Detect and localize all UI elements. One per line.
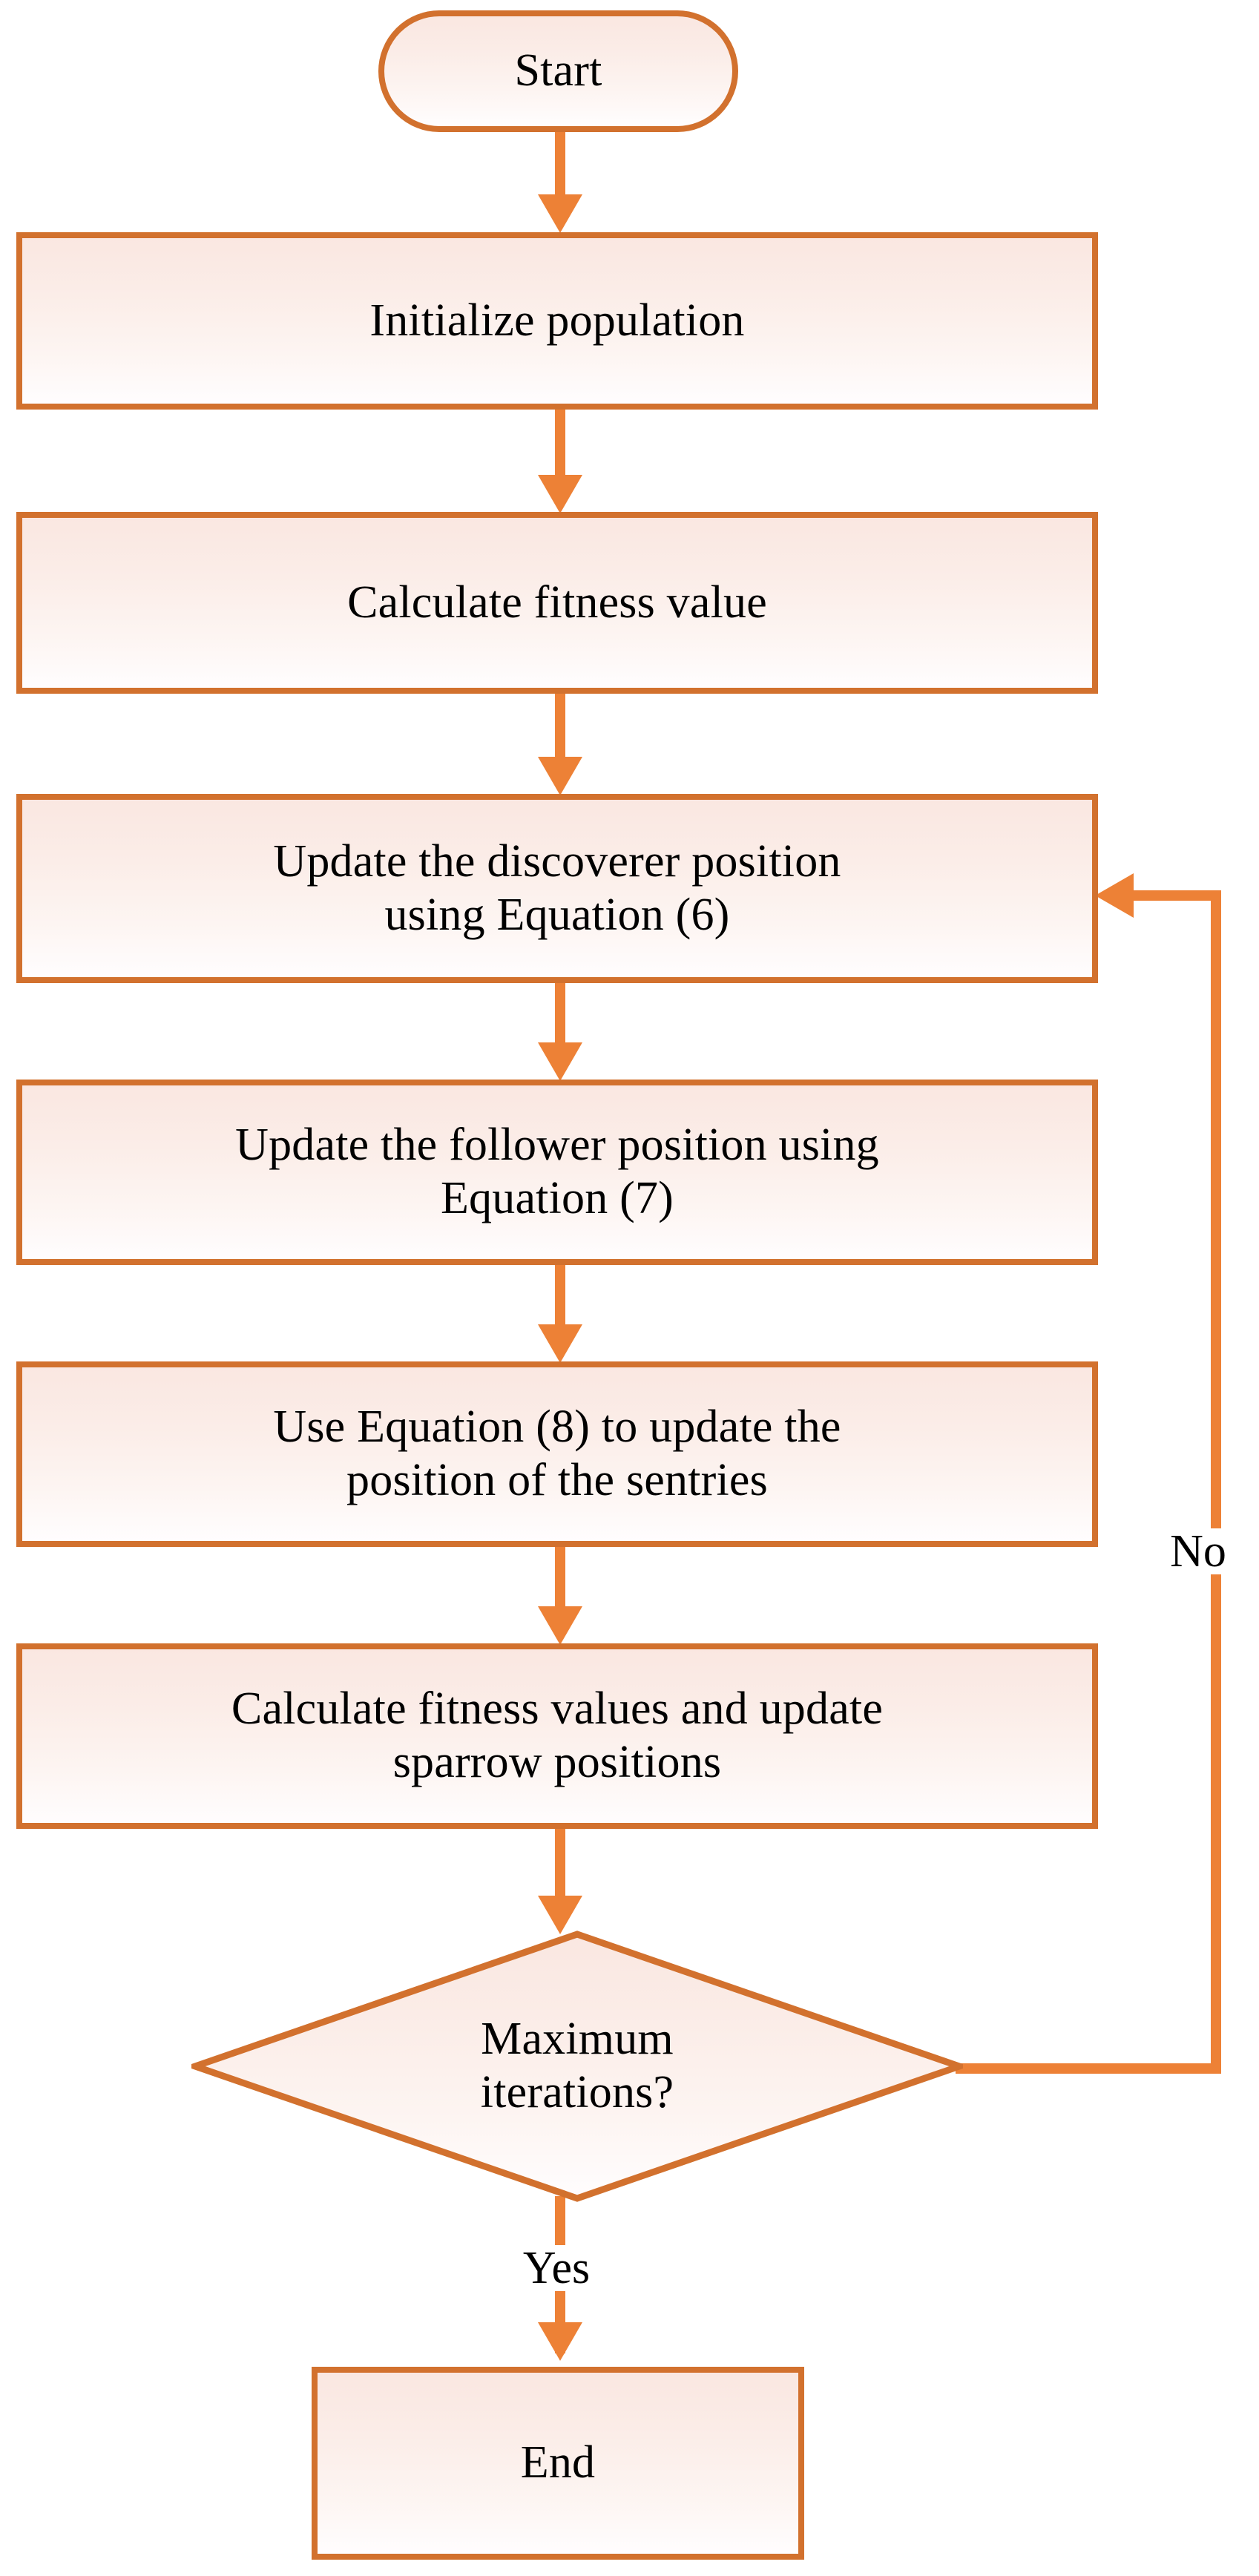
connector-start-to-init: [555, 132, 565, 206]
node-update-follower-position[interactable]: Update the follower position using Equat…: [16, 1080, 1098, 1265]
node-start[interactable]: Start: [378, 10, 738, 132]
node-calculate-fitness-value-label: Calculate fitness value: [347, 576, 767, 628]
node-decision-line2: iterations?: [480, 2067, 674, 2117]
node-decision-line1: Maximum: [481, 2014, 674, 2065]
node-decision-maximum-iterations[interactable]: Maximum iterations?: [191, 1931, 963, 2202]
connector-follower-to-sentries: [555, 1265, 565, 1332]
node-update-sentries-position-line2: position of the sentries: [346, 1455, 768, 1505]
node-end-label: End: [520, 2437, 596, 2488]
connector-decision-no-horizontal-top: [1117, 890, 1221, 901]
edge-label-yes: Yes: [486, 2245, 627, 2291]
arrowhead-sentries-to-update: [538, 1606, 582, 1645]
connector-update-to-decision: [555, 1829, 565, 1903]
edge-label-no: No: [1143, 1528, 1254, 1574]
node-update-follower-position-label: Update the follower position using Equat…: [222, 1119, 893, 1226]
node-update-discoverer-position-label: Update the discoverer position using Equ…: [260, 835, 854, 942]
arrowhead-fitness-to-discoverer: [538, 757, 582, 795]
node-initialize-population[interactable]: Initialize population: [16, 232, 1098, 410]
node-update-sparrow-positions-line2: sparrow positions: [392, 1737, 722, 1787]
node-update-sparrow-positions-line1: Calculate fitness values and update: [231, 1683, 884, 1735]
node-update-discoverer-position-line2: using Equation (6): [384, 889, 730, 940]
connector-fitness-to-discoverer: [555, 694, 565, 768]
arrowhead-feedback-to-discoverer: [1095, 873, 1134, 918]
node-calculate-fitness-value[interactable]: Calculate fitness value: [16, 512, 1098, 694]
arrowhead-decision-yes-to-end: [538, 2322, 582, 2361]
edge-label-no-text: No: [1170, 1526, 1226, 1577]
node-update-sentries-position[interactable]: Use Equation (8) to update the position …: [16, 1361, 1098, 1547]
connector-decision-no-vertical: [1211, 890, 1221, 2069]
node-update-sparrow-positions[interactable]: Calculate fitness values and update spar…: [16, 1643, 1098, 1829]
node-update-discoverer-position[interactable]: Update the discoverer position using Equ…: [16, 794, 1098, 983]
arrowhead-update-to-decision: [538, 1896, 582, 1934]
node-update-discoverer-position-line1: Update the discoverer position: [273, 835, 841, 887]
arrowhead-follower-to-sentries: [538, 1324, 582, 1363]
node-initialize-population-label: Initialize population: [369, 295, 745, 346]
node-update-follower-position-line1: Update the follower position using: [235, 1120, 879, 1171]
node-update-follower-position-line2: Equation (7): [440, 1173, 674, 1223]
arrowhead-discoverer-to-follower: [538, 1042, 582, 1081]
node-end[interactable]: End: [312, 2367, 804, 2560]
arrowhead-init-to-fitness: [538, 475, 582, 513]
connector-sentries-to-update: [555, 1547, 565, 1614]
edge-label-yes-text: Yes: [522, 2243, 591, 2293]
connector-discoverer-to-follower: [555, 983, 565, 1050]
node-update-sentries-position-label: Use Equation (8) to update the position …: [260, 1401, 854, 1508]
node-update-sparrow-positions-label: Calculate fitness values and update spar…: [218, 1683, 896, 1790]
arrowhead-start-to-init: [538, 194, 582, 233]
node-update-sentries-position-line1: Use Equation (8) to update the: [273, 1402, 841, 1453]
connector-decision-no-horizontal-bottom: [956, 2063, 1221, 2074]
node-decision-maximum-iterations-label: Maximum iterations?: [458, 2013, 696, 2120]
decision-diamond-shape: [191, 1931, 963, 2202]
connector-init-to-fitness: [555, 410, 565, 488]
node-start-label: Start: [514, 45, 602, 96]
